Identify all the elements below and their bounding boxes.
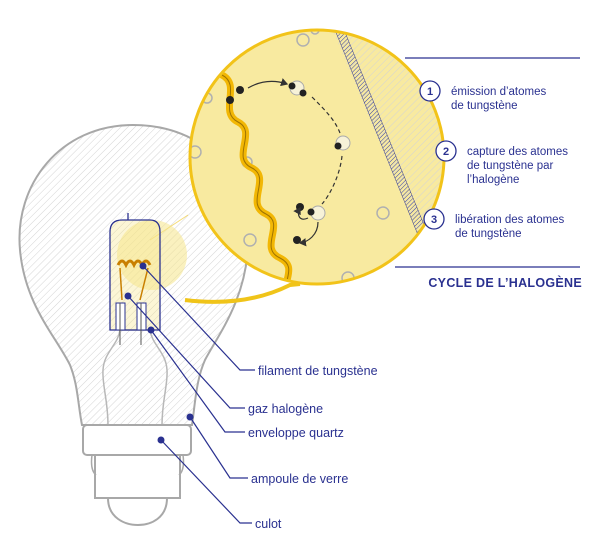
quartz-envelope xyxy=(109,213,187,345)
tungsten-filament xyxy=(116,259,152,301)
step-text: de tungstène par xyxy=(467,160,553,172)
cycle-step-3: 3 libération des atomes de tungstène xyxy=(423,208,565,240)
step-text: de tungstène xyxy=(451,100,518,112)
cycle-step-2: 2 capture des atomes de tungstène par l’… xyxy=(435,140,568,186)
tungsten-atoms xyxy=(226,80,351,244)
step-text: l’halogène xyxy=(467,174,519,186)
cycle-step-1: 1 émission d’atomes de tungstène xyxy=(419,80,546,112)
label-cap: culot xyxy=(255,517,282,531)
zoom-connector xyxy=(184,282,301,304)
step-text: émission d’atomes xyxy=(451,86,546,98)
bulb-cap xyxy=(82,424,192,527)
label-filament: filament de tungstène xyxy=(258,364,378,378)
step-number: 1 xyxy=(427,86,433,98)
label-envelope: enveloppe quartz xyxy=(248,426,344,440)
step-number: 3 xyxy=(431,214,437,226)
step-text: de tungstène xyxy=(455,228,522,240)
step-text: libération des atomes xyxy=(455,214,565,226)
label-gas: gaz halogène xyxy=(248,402,323,416)
cycle-title: CYCLE DE L’HALOGÈNE xyxy=(428,275,582,290)
step-number: 2 xyxy=(443,146,449,158)
step-text: capture des atomes xyxy=(467,146,568,158)
label-glass-bulb: ampoule de verre xyxy=(251,472,348,486)
